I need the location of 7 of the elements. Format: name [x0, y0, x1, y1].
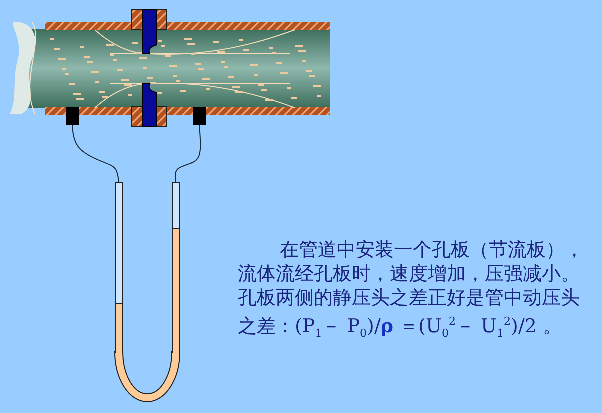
explanation-paragraph: 在管道中安装一个孔板（节流板），流体流经孔板时，速度增加，压强减小。孔板两侧的静压头之差正好是管中动压头之差：(P$_{1}$－ P$_{0}$)/ρ ＝(U$_{0}$$^{2}$－ U$_{1}$$^{2}$)/2 。 [238, 238, 585, 342]
manometer-leg [172, 182, 180, 353]
wire [72, 124, 120, 182]
wire [174, 124, 202, 182]
pressure-tap [193, 107, 206, 125]
manometer-leg [115, 182, 123, 353]
pressure-tap [66, 107, 79, 125]
